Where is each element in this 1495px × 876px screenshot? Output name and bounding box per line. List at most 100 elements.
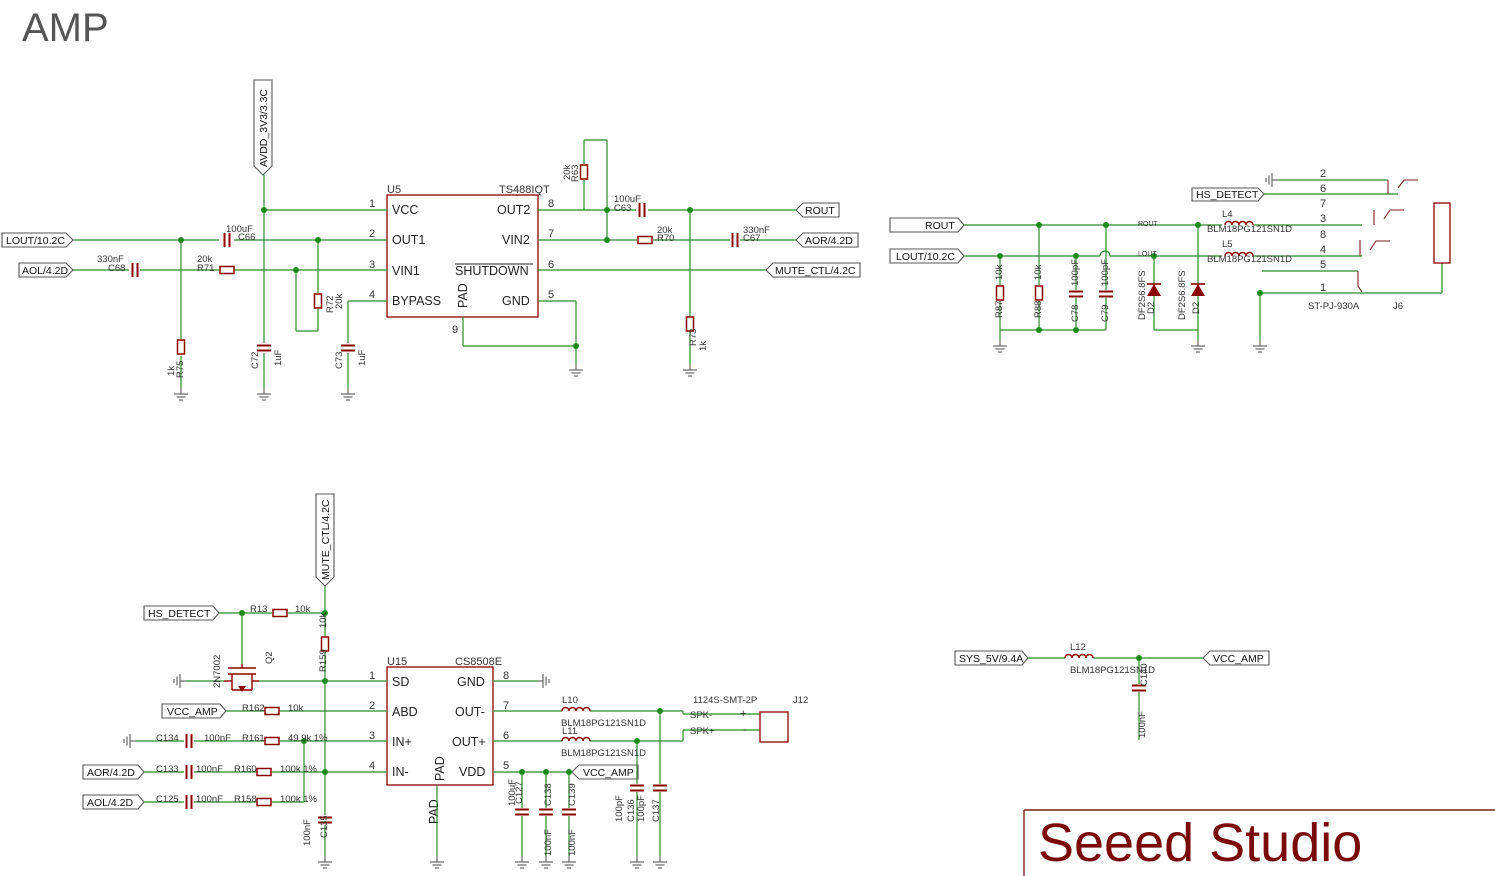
u15-ref: U15 bbox=[387, 656, 407, 668]
r13-val: 10k bbox=[295, 604, 311, 615]
page-title: AMP bbox=[22, 6, 109, 50]
u15-pin5: 5 bbox=[503, 760, 509, 772]
l4-ref: L4 bbox=[1222, 209, 1233, 220]
net-label-aol bbox=[18, 262, 74, 278]
r70-ref: R70 bbox=[657, 233, 674, 244]
c125-ref: C125 bbox=[156, 794, 179, 805]
c135-val: 100nF bbox=[302, 819, 313, 846]
c73-ref: C73 bbox=[334, 352, 345, 369]
l10-ref: L10 bbox=[562, 695, 578, 706]
u5-pin-bypass: BYPASS bbox=[392, 294, 441, 308]
c66-ref: C66 bbox=[238, 232, 255, 243]
u5-pin-out1: OUT1 bbox=[392, 233, 425, 247]
r75-ref: R75 bbox=[175, 361, 186, 378]
c66-val: 100uF bbox=[226, 224, 253, 235]
l11-val: BLM18PG121SN1D bbox=[561, 748, 646, 759]
net-label-aor bbox=[795, 232, 859, 248]
l11-ref: L11 bbox=[562, 726, 577, 737]
aol-label: AOL/4.2D bbox=[22, 265, 69, 277]
q2-ref: Q2 bbox=[264, 651, 275, 664]
aor-label: AOR/4.2D bbox=[805, 235, 853, 247]
r73-val: 1k bbox=[698, 341, 709, 351]
jack-pin-3: 3 bbox=[1320, 213, 1326, 225]
r13-ref: R13 bbox=[250, 604, 267, 615]
mute-bottom-label: MUTE_CTL/4.2C bbox=[320, 499, 332, 580]
r158-ref: R158 bbox=[234, 794, 257, 805]
r162-val: 10k bbox=[288, 703, 304, 714]
vcc-amp-in-label: VCC_AMP bbox=[167, 706, 218, 718]
spk-plus: SPK+ bbox=[690, 726, 715, 737]
c68-ref: C68 bbox=[108, 263, 125, 274]
c127-val: 100uF bbox=[507, 779, 518, 806]
c137-ref: C137 bbox=[651, 799, 662, 822]
c78-ref: C78 bbox=[1070, 305, 1081, 322]
avdd-label: AVDD_3V3/3.3C bbox=[258, 89, 270, 167]
net-label-aor-bottom bbox=[82, 764, 145, 780]
jack-pin-4: 4 bbox=[1320, 244, 1326, 256]
u15-pin6: 6 bbox=[503, 730, 509, 742]
u15-pin-abd: ABD bbox=[392, 705, 418, 719]
c72-val: 1uF bbox=[273, 349, 284, 366]
u5-pin-shutdown: SHUTDOWN bbox=[455, 264, 529, 278]
sys5v-label: SYS_5V/9.4A bbox=[959, 653, 1023, 665]
c136-val: 100pF bbox=[614, 795, 625, 822]
r159-ref: R159 bbox=[318, 649, 329, 672]
c138-val: 100nF bbox=[543, 829, 554, 856]
u5-pin-vcc: VCC bbox=[392, 203, 418, 217]
c140-ref: C140 bbox=[1139, 663, 1150, 686]
c135-ref: C135 bbox=[319, 815, 330, 838]
net-label-aol-bottom bbox=[82, 794, 145, 810]
c140-val: 100nF bbox=[1137, 711, 1148, 738]
l5-val: BLM18PG121SN1D bbox=[1207, 254, 1292, 265]
d2a-val: DF2S6.8FS bbox=[1137, 270, 1148, 320]
l4-val: BLM18PG121SN1D bbox=[1207, 224, 1292, 235]
net-label-rout bbox=[795, 202, 840, 218]
c125-val: 100nF bbox=[196, 794, 223, 805]
hs-detect-label: HS_DETECT bbox=[148, 608, 211, 620]
lout-small: LOUT bbox=[1138, 251, 1157, 258]
u5-pin-out2: OUT2 bbox=[497, 203, 530, 217]
r160-ref: R160 bbox=[234, 764, 257, 775]
c133-ref: C133 bbox=[156, 764, 179, 775]
jack-part: ST-PJ-930A bbox=[1308, 301, 1360, 312]
r161-ref: R161 bbox=[242, 733, 265, 744]
j12-ref: J12 bbox=[793, 695, 808, 706]
net-label-vcc-amp-out bbox=[1202, 650, 1270, 666]
u5-pin2: 2 bbox=[369, 228, 375, 240]
u15-pin7: 7 bbox=[503, 700, 509, 712]
d2b-val: DF2S6.8FS bbox=[1177, 270, 1188, 320]
r87-val: 10k bbox=[994, 264, 1005, 280]
net-label-vcc-amp-in bbox=[161, 703, 227, 719]
r87-ref: R87 bbox=[994, 301, 1005, 318]
u15-body bbox=[386, 666, 494, 786]
q2-part: 2N7002 bbox=[212, 655, 223, 688]
u5-pin3: 3 bbox=[369, 259, 375, 271]
r63-ref: R63 bbox=[570, 165, 581, 182]
u15-pin3: 3 bbox=[369, 730, 375, 742]
aol-bottom-label: AOL/4.2D bbox=[87, 797, 134, 809]
c79-val: 100pF bbox=[1100, 259, 1111, 286]
u15-pin-outp: OUT+ bbox=[452, 735, 486, 749]
spk-minus: SPK- bbox=[690, 710, 712, 721]
u5-pad: PAD bbox=[456, 283, 470, 308]
c137-val: 100pF bbox=[636, 795, 647, 822]
u15-pin-gnd: GND bbox=[457, 675, 485, 689]
c79-ref: C79 bbox=[1100, 305, 1111, 322]
u15-pin8: 8 bbox=[503, 670, 509, 682]
r63-val: 20k bbox=[562, 164, 573, 180]
vcc-amp-vdd-label: VCC_AMP bbox=[583, 767, 634, 779]
u15-pin1: 1 bbox=[369, 670, 375, 682]
r160-val: 100k 1% bbox=[280, 764, 318, 775]
l10-val: BLM18PG121SN1D bbox=[561, 718, 646, 729]
u15-pin-outm: OUT- bbox=[455, 705, 485, 719]
u15-pin2: 2 bbox=[369, 700, 375, 712]
u5-pin-vin2: VIN2 bbox=[502, 233, 530, 247]
c67-ref: C67 bbox=[743, 233, 760, 244]
r72-val: 20k bbox=[334, 293, 345, 309]
u5-pin-vin1: VIN1 bbox=[392, 264, 420, 278]
r88-val: 10k bbox=[1033, 264, 1044, 280]
net-label-mute bbox=[765, 262, 861, 278]
net-label-hs-detect-jack bbox=[1191, 187, 1265, 202]
r88-ref: R88 bbox=[1033, 301, 1044, 318]
r158-val: 100k 1% bbox=[280, 794, 318, 805]
